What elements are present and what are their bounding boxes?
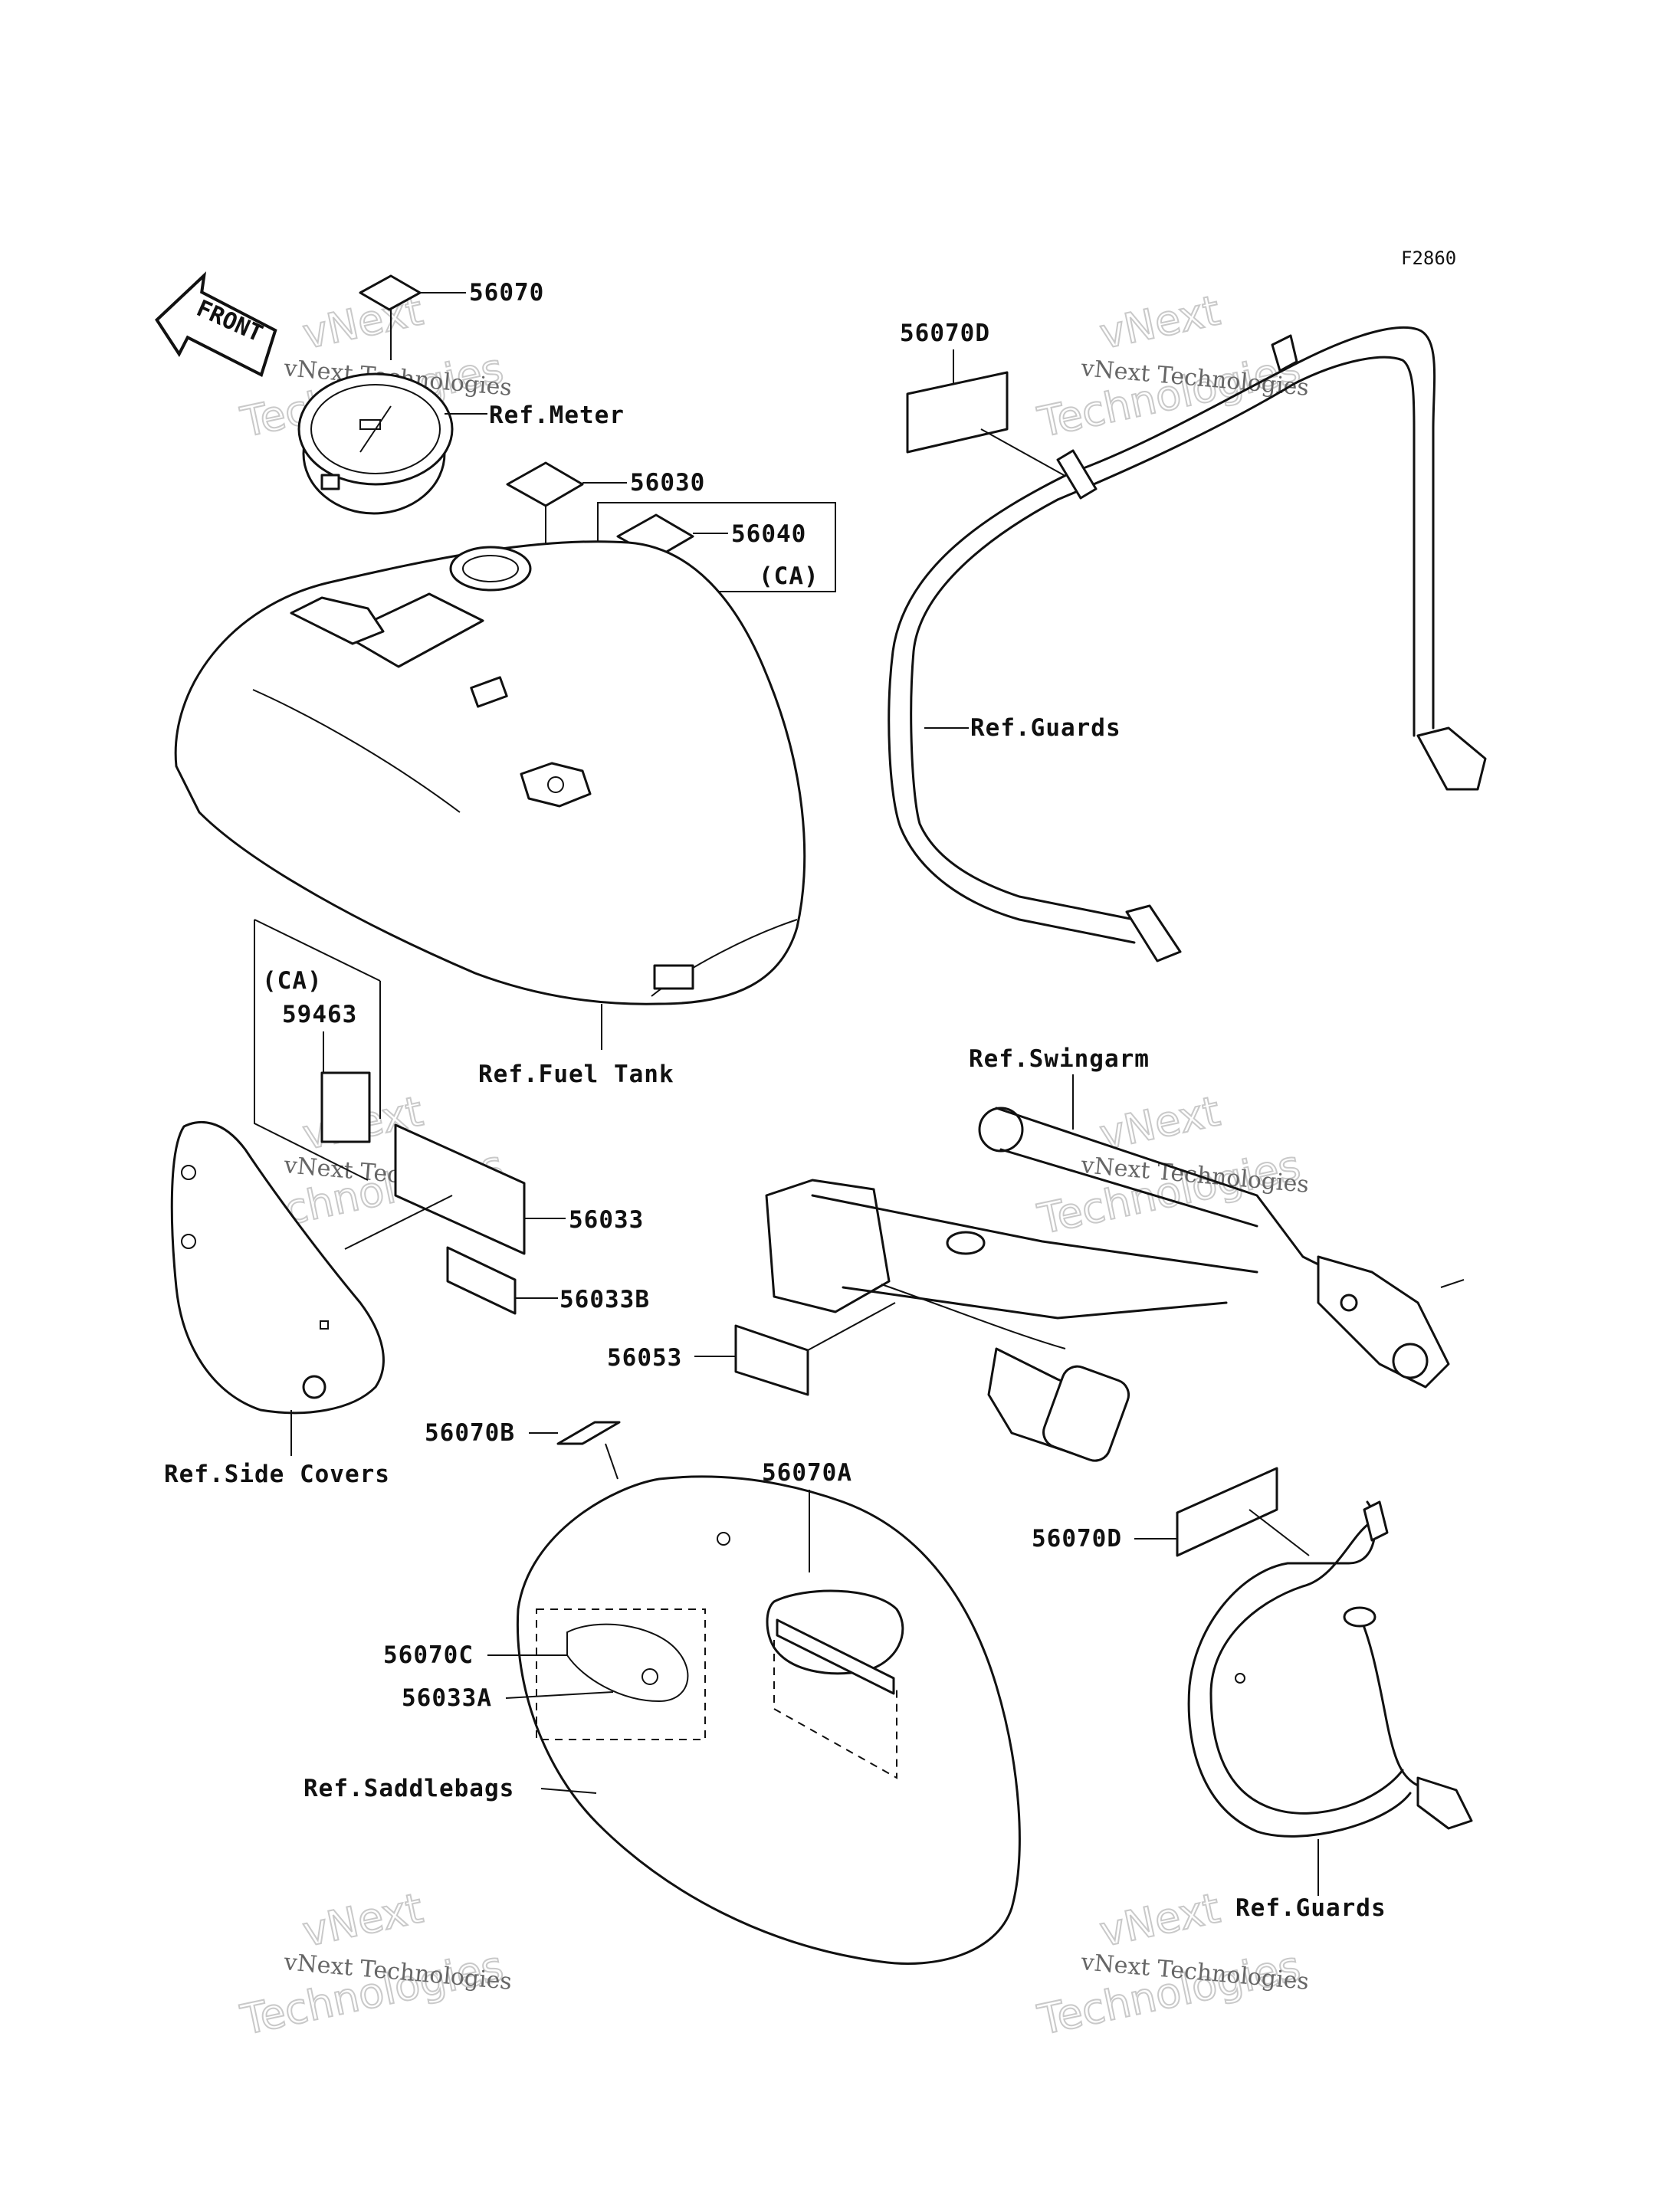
label-56040: 56040 <box>731 520 806 548</box>
decal-56070d-top <box>906 371 1009 454</box>
decal-56030 <box>506 461 584 507</box>
swingarm-drawing <box>765 1107 1465 1462</box>
watermark-top-right: vNext Technologies vNext Technologies <box>1033 285 1311 448</box>
label-56070d-top: 56070D <box>900 320 990 347</box>
label-59463: 59463 <box>282 1001 357 1028</box>
label-56033: 56033 <box>569 1206 644 1234</box>
front-arrow-icon: FRONT <box>155 271 277 378</box>
watermark-big-1: vNext <box>1096 1884 1224 1956</box>
label-56033b: 56033B <box>559 1286 650 1313</box>
label-56033a: 56033A <box>402 1684 492 1712</box>
fuel-tank-drawing <box>174 540 806 1005</box>
saddlebag-drawing <box>516 1475 1021 1965</box>
decal-56033b <box>446 1246 517 1315</box>
label-ref-side-covers: Ref.Side Covers <box>164 1461 390 1488</box>
label-56053: 56053 <box>607 1344 682 1372</box>
label-ref-guards-top: Ref.Guards <box>970 714 1121 742</box>
label-56070a: 56070A <box>762 1459 852 1487</box>
figure-code: F2860 <box>1401 248 1456 269</box>
decal-56070d-bottom <box>1176 1467 1278 1557</box>
label-ref-fuel-tank: Ref.Fuel Tank <box>478 1061 674 1088</box>
label-56070c: 56070C <box>383 1641 474 1669</box>
decal-59463 <box>320 1071 371 1143</box>
label-ca-left: (CA) <box>262 967 323 995</box>
watermark-big-1: vNext <box>299 1884 427 1956</box>
decal-56053 <box>734 1324 809 1396</box>
guard-top-drawing <box>888 326 1487 962</box>
decal-56070b <box>556 1421 621 1445</box>
watermark-bottom-left: vNext Technologies vNext Technologies <box>236 1883 514 2045</box>
guard-bottom-drawing <box>1187 1500 1473 1838</box>
decal-56070a <box>776 1618 895 1695</box>
label-56070b: 56070B <box>425 1419 515 1447</box>
side-cover-drawing <box>170 1121 385 1415</box>
label-ref-swingarm: Ref.Swingarm <box>969 1045 1150 1073</box>
label-ref-guards-bottom: Ref.Guards <box>1235 1894 1386 1922</box>
watermark-big-1: vNext <box>1096 286 1224 358</box>
label-56030: 56030 <box>630 469 705 497</box>
decal-56033 <box>394 1123 526 1255</box>
meter-drawing <box>297 372 454 515</box>
label-56070d-bottom: 56070D <box>1032 1525 1122 1553</box>
label-ref-meter: Ref.Meter <box>489 402 625 429</box>
label-ca-top: (CA) <box>759 562 819 590</box>
label-ref-saddlebags: Ref.Saddlebags <box>304 1775 514 1802</box>
watermark-mid-right: vNext Technologies vNext Technologies <box>1033 1086 1311 1244</box>
label-56070: 56070 <box>469 279 544 307</box>
